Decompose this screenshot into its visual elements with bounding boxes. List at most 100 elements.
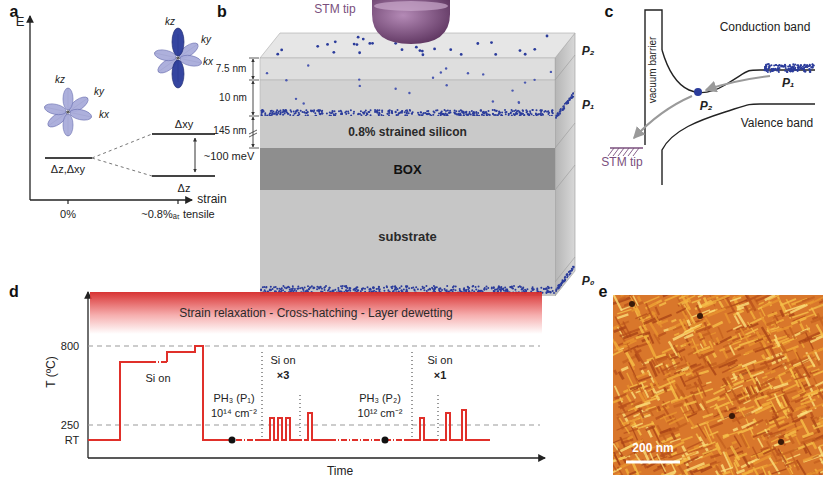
dopant-dot [783,66,785,68]
dopant-dot [477,112,479,114]
dopant-dot [324,289,326,291]
dopant-dot [563,280,565,282]
dopant-dot [372,286,374,288]
surface-streak [811,417,817,419]
surface-streak [706,417,724,423]
dopant-dot [544,110,546,112]
dopant-dot [512,287,514,289]
dopant-dot [508,113,510,115]
dopant-dot [269,288,271,290]
dopant-dot [539,113,541,115]
dopant-dot [513,113,515,115]
dimension-arrow [253,81,254,115]
surface-streak [753,447,759,459]
surface-streak [810,334,823,342]
surface-streak [674,345,683,360]
dopant-dot [358,51,361,54]
dopant-dot [368,42,371,45]
dopant-dot [295,98,297,100]
dopant-dot [386,286,388,288]
dopant-dot [526,288,528,290]
stack-side-face [555,33,575,296]
dopant-dot [567,100,569,102]
dopant-dot [313,287,315,289]
dopant-dot [321,288,323,290]
surface-streak [775,394,781,407]
dopant-dot [567,100,569,102]
dopant-dot [331,110,333,112]
dopant-dot [784,64,786,66]
dopant-dot [493,109,495,111]
surface-streak [738,427,753,433]
surface-streak [616,394,626,398]
dopant-dot [455,289,457,291]
dopant-dot [532,289,534,291]
dopant-dot [547,110,549,112]
dopant-dot [440,71,442,73]
surface-streak [717,398,725,400]
dopant-dot [326,112,328,114]
dopant-dot [350,109,352,111]
dopant-dot [550,291,552,293]
axis-tick [177,200,178,204]
temperature-profile-gap [432,439,440,441]
dopant-dot [342,285,344,287]
surface-streak [787,468,794,475]
dopant-dot [265,286,267,288]
dopant-dot [376,109,378,111]
dopant-dot [539,109,541,111]
dopant-dot [431,287,433,289]
dopant-dot [490,41,493,44]
panel-b [249,0,575,296]
surface-streak [755,395,767,399]
dopant-dot [334,40,337,43]
dopant-dot [765,66,767,68]
surface-streak [725,313,730,323]
dopant-dot [559,112,561,114]
dopant-dot [492,113,494,115]
dopant-dot [374,110,376,112]
dopant-dot [270,289,272,291]
dopant-dot [401,48,404,51]
dopant-dot [292,285,294,287]
surface-streak [742,455,749,468]
dopant-dot [415,286,417,288]
dopant-dot [260,289,262,291]
dopant-dot [803,68,805,70]
dopant-dot [372,286,374,288]
dopant-dot [567,102,569,104]
dimension-tick [249,148,259,149]
dopant-dot [773,64,775,66]
dopant-dot [567,102,569,104]
dopant-dot [560,283,562,285]
dopant-dot [264,112,266,114]
dopant-dot [458,110,460,112]
dopant-dot [572,268,574,270]
surface-streak [819,441,823,447]
dopant-dot [555,288,557,290]
dopant-dot [461,110,463,112]
dopant-dot [564,279,566,281]
dopant-dot [426,110,428,112]
dopant-dot [334,289,336,291]
dopant-dot [455,285,457,287]
surface-streak [699,371,709,374]
dopant-dot [319,113,321,115]
dopant-dot [557,112,559,114]
surface-streak [703,430,711,443]
surface-streak [669,417,684,424]
dopant-dot [770,64,772,66]
dopant-dot [483,113,485,115]
surface-streak [616,442,618,447]
step-separator [300,395,301,440]
surface-streak [659,303,666,306]
dopant-dot [260,288,262,290]
dopant-dot [571,97,573,99]
dopant-dot [409,109,411,111]
dopant-dot [813,65,815,67]
surface-streak [767,392,771,398]
dopant-dot [511,287,513,289]
surface-streak [762,355,765,360]
dopant-dot [381,110,383,112]
surface-streak [649,303,657,307]
